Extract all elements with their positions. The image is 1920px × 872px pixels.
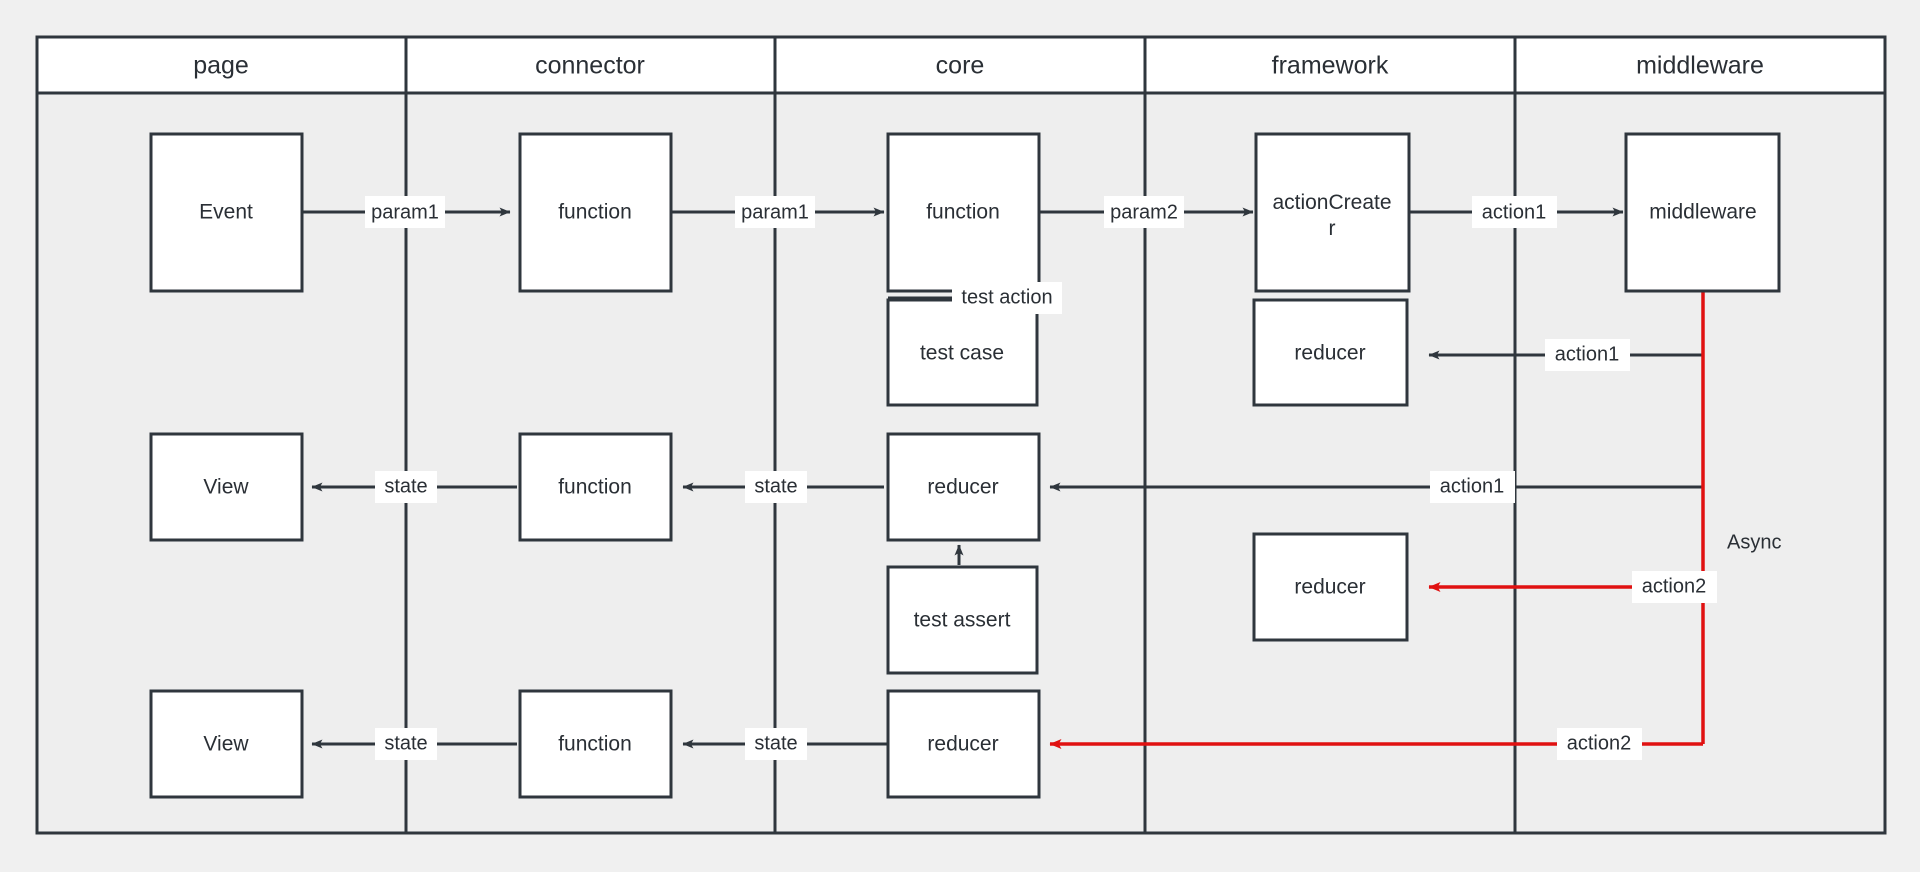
node-view-bot-label: View: [203, 733, 249, 756]
edge-label-state-a: state: [745, 471, 807, 503]
edge-label-action1-c-text: action1: [1440, 475, 1505, 497]
node-test-assert[interactable]: test assert: [886, 565, 1039, 675]
node-test-assert-label: test assert: [914, 609, 1011, 632]
node-core-function-top[interactable]: function: [886, 132, 1041, 293]
node-event[interactable]: Event: [149, 132, 304, 293]
node-core-reducer-mid-label: reducer: [927, 476, 998, 499]
node-test-case-label: test case: [920, 342, 1004, 365]
node-connector-function-bot[interactable]: function: [518, 689, 673, 799]
edge-label-state-a-text: state: [754, 475, 797, 497]
edge-label-state-b-text: state: [384, 475, 427, 497]
edge-label-param1-a-text: param1: [371, 201, 439, 223]
node-test-case[interactable]: test case: [886, 298, 1039, 407]
edge-label-state-d: state: [375, 728, 437, 760]
edge-label-param1-a: param1: [365, 196, 445, 228]
node-connector-function-top[interactable]: function: [518, 132, 673, 293]
node-core-reducer-bot[interactable]: reducer: [886, 689, 1041, 799]
node-view-mid-label: View: [203, 476, 249, 499]
edge-label-test-action: test action: [952, 282, 1062, 314]
edge-label-action1-c: action1: [1430, 471, 1515, 503]
node-core-reducer-bot-label: reducer: [927, 733, 998, 756]
edge-label-action2-b: action2: [1557, 728, 1642, 760]
node-framework-reducer-async-label: reducer: [1294, 576, 1365, 599]
node-middleware[interactable]: middleware: [1624, 132, 1781, 293]
node-view-mid[interactable]: View: [149, 432, 304, 542]
node-event-label: Event: [199, 201, 253, 224]
edge-label-param1-b-text: param1: [741, 201, 809, 223]
edge-label-state-c: state: [745, 728, 807, 760]
edge-label-action1-a-text: action1: [1482, 201, 1547, 223]
node-core-function-top-label: function: [926, 201, 1000, 224]
node-framework-reducer-top[interactable]: reducer: [1252, 298, 1409, 407]
lane-header-core: core: [936, 52, 985, 80]
edge-label-action1-b: action1: [1545, 339, 1630, 371]
node-connector-function-mid-label: function: [558, 476, 632, 499]
edge-label-param2-text: param2: [1110, 201, 1178, 223]
node-connector-function-bot-label: function: [558, 733, 632, 756]
edge-label-param1-b: param1: [735, 196, 815, 228]
edge-label-test-action-text: test action: [961, 286, 1052, 308]
edge-label-state-d-text: state: [384, 732, 427, 754]
lane-header-connector: connector: [535, 52, 645, 80]
lane-header-middleware: middleware: [1636, 52, 1764, 80]
node-connector-function-top-label: function: [558, 201, 632, 224]
node-framework-reducer-async[interactable]: reducer: [1252, 532, 1409, 642]
node-middleware-label: middleware: [1649, 201, 1756, 224]
node-framework-reducer-top-label: reducer: [1294, 342, 1365, 365]
node-core-reducer-mid[interactable]: reducer: [886, 432, 1041, 542]
edge-label-action1-b-text: action1: [1555, 343, 1620, 365]
lane-header-framework: framework: [1272, 52, 1389, 80]
node-connector-function-mid[interactable]: function: [518, 432, 673, 542]
edge-label-action2-a-text: action2: [1642, 575, 1707, 597]
annotation-async-text: Async: [1727, 531, 1781, 553]
lane-header-page: page: [193, 52, 249, 80]
annotation-async: Async: [1727, 531, 1781, 553]
edge-label-action1-a: action1: [1472, 196, 1557, 228]
node-view-bot[interactable]: View: [149, 689, 304, 799]
edge-label-state-c-text: state: [754, 732, 797, 754]
edge-label-action2-b-text: action2: [1567, 732, 1632, 754]
edge-label-state-b: state: [375, 471, 437, 503]
lane-headers: page connector core framework middleware: [193, 52, 1764, 80]
lane-dividers: [37, 37, 1885, 833]
edge-label-action2-a: action2: [1632, 571, 1717, 603]
edge-label-param2: param2: [1104, 196, 1184, 228]
